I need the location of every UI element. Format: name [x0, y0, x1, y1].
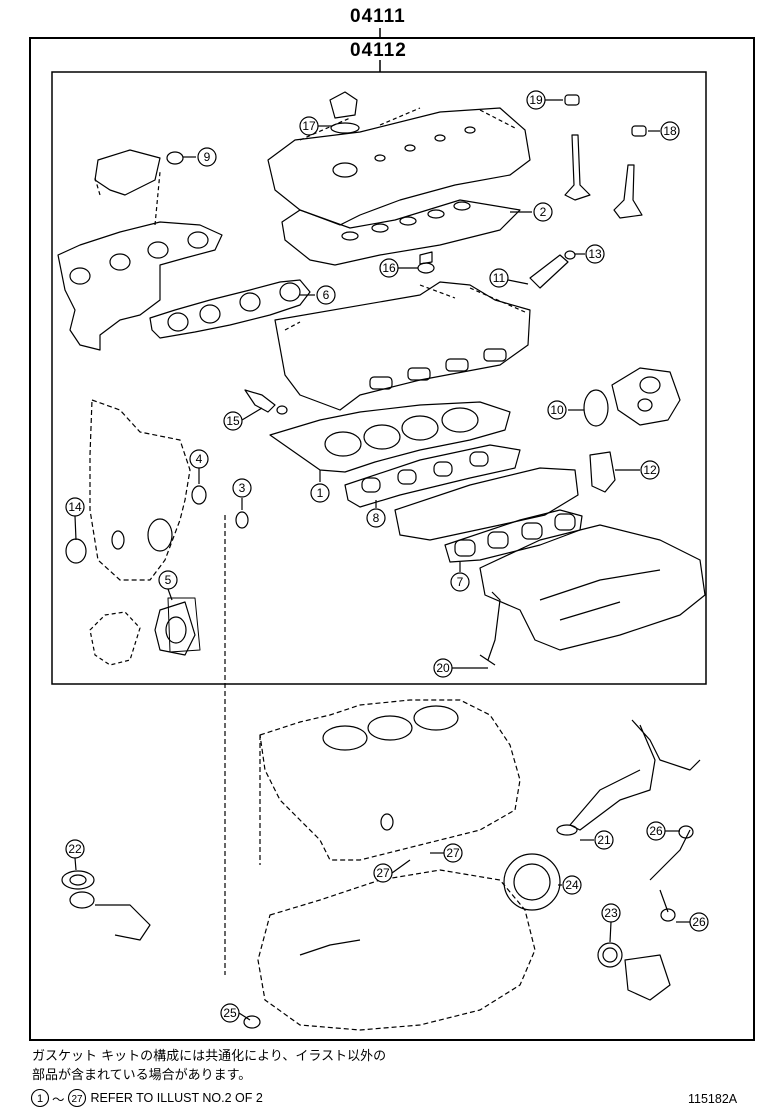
callout-24: 24 — [558, 875, 582, 895]
callout-27-left: 27 — [373, 859, 411, 883]
oil-seal-parts — [61, 853, 671, 1001]
callout-26-lower: 26 — [676, 912, 709, 932]
illustration-code: 115182A — [688, 1092, 738, 1106]
svg-text:10: 10 — [550, 403, 564, 417]
callout-22: 22 — [65, 839, 85, 871]
callout-5: 5 — [158, 570, 178, 601]
svg-text:1: 1 — [317, 486, 324, 500]
svg-text:27: 27 — [446, 846, 460, 860]
svg-text:12: 12 — [643, 463, 657, 477]
callout-8: 8 — [366, 500, 386, 528]
callout-6: 6 — [300, 285, 336, 305]
svg-text:25: 25 — [223, 1006, 237, 1020]
range-start-circle: 1 — [30, 1088, 50, 1108]
water-pipe-part — [556, 719, 701, 922]
callout-19: 19 — [526, 90, 563, 110]
callout-20: 20 — [433, 658, 488, 678]
svg-text:19: 19 — [529, 93, 543, 107]
exhaust-manifold-part — [57, 149, 223, 351]
range-separator: ～ — [52, 1092, 65, 1107]
svg-text:5: 5 — [165, 573, 172, 587]
inner-kit-part-number: 04112 — [350, 40, 407, 61]
kit-contents-note: ガスケット キットの構成には共通化により、イラスト以外の 部品が含まれている場合… — [32, 1047, 386, 1085]
svg-text:7: 7 — [457, 575, 464, 589]
svg-text:18: 18 — [663, 124, 677, 138]
svg-text:1: 1 — [37, 1093, 43, 1105]
svg-text:6: 6 — [323, 288, 330, 302]
valve-part — [564, 94, 647, 219]
callout-12: 12 — [615, 460, 660, 480]
callout-3: 3 — [232, 478, 252, 510]
svg-text:20: 20 — [436, 661, 450, 675]
svg-text:14: 14 — [68, 500, 82, 514]
exhaust-manifold-gasket-part — [149, 279, 311, 339]
svg-text:15: 15 — [226, 414, 240, 428]
intake-gasket-part — [344, 444, 521, 508]
svg-text:27: 27 — [71, 1094, 83, 1105]
refer-illustration-line: 1 ～ 27 REFER TO ILLUST NO.2 OF 2 — [30, 1088, 263, 1108]
intake-manifold-part — [394, 467, 706, 651]
timing-chain-cover-part — [89, 399, 191, 581]
callout-17: 17 — [299, 116, 332, 136]
inner-kit-frame — [51, 71, 707, 685]
range-end-circle: 27 — [67, 1088, 86, 1108]
callout-25: 25 — [220, 1003, 251, 1023]
callout-26-upper: 26 — [646, 821, 680, 841]
water-pump-part — [89, 601, 196, 666]
svg-text:27: 27 — [376, 866, 390, 880]
svg-text:22: 22 — [68, 842, 82, 856]
outer-kit-part-number: 04111 — [350, 6, 406, 27]
head-gasket-part — [269, 401, 511, 473]
svg-text:13: 13 — [588, 247, 602, 261]
kit-note-line-2: 部品が含まれている場合があります。 — [32, 1068, 252, 1083]
callout-11: 11 — [489, 268, 529, 288]
callout-10: 10 — [547, 400, 584, 420]
callout-16: 16 — [379, 258, 418, 278]
svg-text:26: 26 — [692, 915, 706, 929]
callout-21: 21 — [580, 830, 614, 850]
oil-pan-part — [243, 869, 536, 1031]
svg-text:23: 23 — [604, 906, 618, 920]
callout-18: 18 — [648, 121, 680, 141]
callout-23: 23 — [601, 903, 621, 943]
kit-note-line-1: ガスケット キットの構成には共通化により、イラスト以外の — [32, 1049, 387, 1064]
small-seal-parts — [65, 250, 576, 666]
callout-9: 9 — [183, 147, 217, 167]
svg-text:9: 9 — [204, 150, 211, 164]
svg-text:26: 26 — [649, 824, 663, 838]
callout-4: 4 — [189, 449, 209, 484]
callout-13: 13 — [575, 244, 605, 264]
svg-text:11: 11 — [493, 271, 506, 285]
svg-text:4: 4 — [196, 452, 203, 466]
svg-text:3: 3 — [239, 481, 246, 495]
svg-text:8: 8 — [373, 511, 380, 525]
callout-2: 2 — [510, 202, 553, 222]
cylinder-head-part — [274, 281, 531, 411]
svg-text:21: 21 — [597, 833, 611, 847]
callout-27-right: 27 — [430, 843, 463, 863]
cylinder-block-part — [224, 515, 521, 975]
callout-15: 15 — [223, 407, 263, 431]
refer-illustration-text: REFER TO ILLUST NO.2 OF 2 — [90, 1091, 263, 1105]
svg-text:2: 2 — [540, 205, 547, 219]
callout-7: 7 — [450, 562, 470, 592]
outer-kit-frame — [29, 37, 755, 1041]
callout-1: 1 — [310, 470, 330, 503]
callout-14: 14 — [65, 497, 85, 541]
cylinder-head-cover-part — [267, 91, 531, 266]
throttle-body-part — [583, 367, 681, 493]
svg-text:16: 16 — [382, 261, 396, 275]
svg-text:24: 24 — [565, 878, 579, 892]
svg-text:17: 17 — [302, 119, 316, 133]
